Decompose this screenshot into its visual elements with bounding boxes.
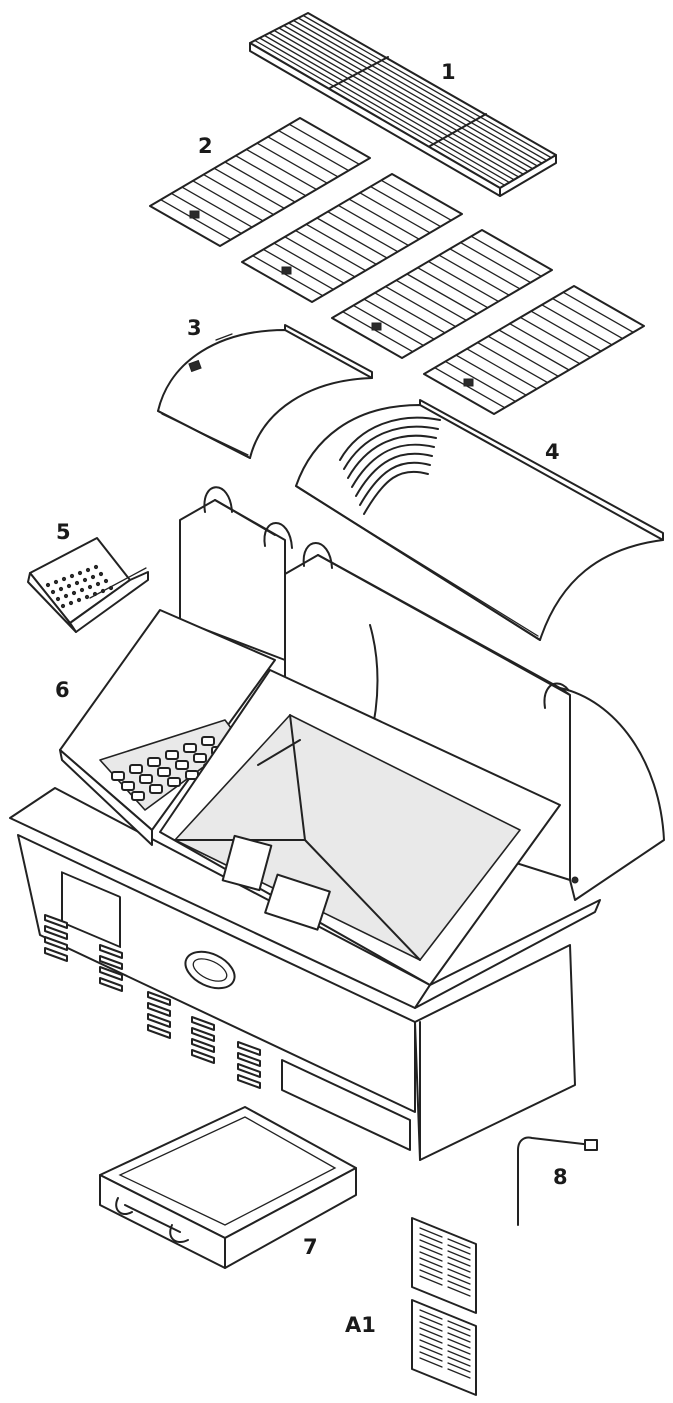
callout-6: 6 xyxy=(55,678,70,702)
callout-8: 8 xyxy=(553,1165,568,1189)
part-7-drip-tray xyxy=(99,1106,357,1269)
callout-3: 3 xyxy=(187,316,202,340)
callout-5: 5 xyxy=(56,520,71,544)
callout-7: 7 xyxy=(303,1235,318,1259)
part-5-smoker-box xyxy=(27,537,149,633)
part-a1-vent-panels xyxy=(411,1217,477,1396)
callout-1: 1 xyxy=(441,60,456,84)
callout-4: 4 xyxy=(545,440,560,464)
part-6-side-firebox xyxy=(59,609,276,846)
part-2-cooking-grates xyxy=(149,117,645,415)
grill-cart-body xyxy=(9,486,665,1161)
part-4-large-hood xyxy=(295,399,664,641)
callout-2: 2 xyxy=(198,134,213,158)
part-3-small-hood xyxy=(157,324,373,459)
callout-a1: A1 xyxy=(345,1313,376,1337)
part-1-upper-grate xyxy=(249,12,557,197)
part-8-probe-rod xyxy=(517,1136,598,1226)
